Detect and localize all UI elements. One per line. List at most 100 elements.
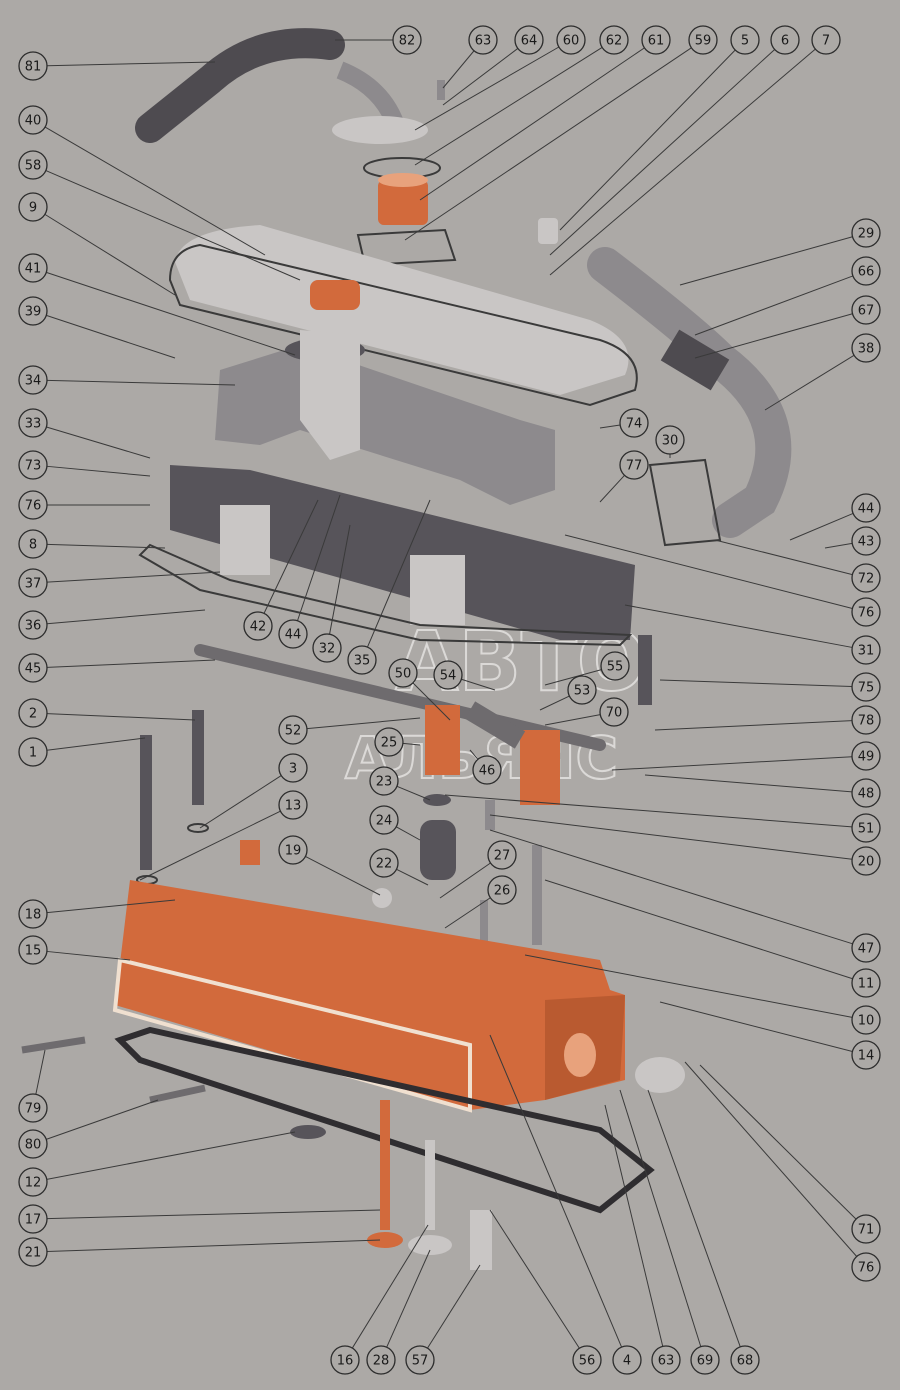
callout-69: 69 <box>690 1345 720 1375</box>
callout-circle <box>278 835 308 865</box>
callout-circle <box>851 333 881 363</box>
leader-line-29 <box>679 236 853 286</box>
callout-circle <box>347 645 377 675</box>
callout-77: 77 <box>619 450 649 480</box>
callout-number: 82 <box>399 34 416 49</box>
leader-line-11 <box>544 879 853 980</box>
callout-63: 63 <box>651 1345 681 1375</box>
exhaust-pipe-38 <box>587 247 792 538</box>
callout-circle <box>851 256 881 286</box>
callout-62: 62 <box>599 25 629 55</box>
callout-number: 36 <box>25 619 42 634</box>
callout-circle <box>18 529 48 559</box>
callout-number: 2 <box>29 707 37 722</box>
callout-60: 60 <box>556 25 586 55</box>
leader-line-76 <box>684 1061 858 1257</box>
callout-number: 27 <box>494 849 511 864</box>
callout-circle <box>369 848 399 878</box>
leader-line-13 <box>139 810 281 881</box>
callout-81: 81 <box>18 51 48 81</box>
callout-4: 4 <box>612 1345 642 1375</box>
leader-line-3 <box>199 775 282 829</box>
leader-line-1 <box>46 737 146 751</box>
bolt-75 <box>638 635 652 705</box>
leader-line-16 <box>351 1224 429 1349</box>
callout-number: 47 <box>858 942 875 957</box>
leader-line-71 <box>699 1064 857 1220</box>
callout-number: 46 <box>479 764 496 779</box>
callout-number: 51 <box>858 822 875 837</box>
leader-line-60 <box>414 46 560 131</box>
leader-line-12 <box>46 1131 296 1180</box>
callout-circle <box>851 846 881 876</box>
callout-circle <box>18 1237 48 1267</box>
callout-number: 4 <box>623 1354 631 1369</box>
callout-number: 71 <box>858 1223 875 1238</box>
tappet-57 <box>470 1210 492 1270</box>
manifold-34 <box>215 330 555 505</box>
callout-number: 22 <box>376 857 393 872</box>
leader-line-41 <box>46 271 296 356</box>
leader-line-77 <box>599 474 625 503</box>
leader-line-58 <box>45 170 301 281</box>
callout-number: 61 <box>648 34 665 49</box>
leader-line-5 <box>559 49 736 231</box>
callout-74: 74 <box>619 408 649 438</box>
leader-line-20 <box>489 814 853 860</box>
leader-line-33 <box>46 426 151 459</box>
callout-35: 35 <box>347 645 377 675</box>
callout-61: 61 <box>641 25 671 55</box>
leader-line-70 <box>544 714 601 726</box>
callout-15: 15 <box>18 935 48 965</box>
leader-line-19 <box>305 855 381 896</box>
callout-number: 76 <box>858 1261 875 1276</box>
callout-number: 40 <box>25 114 42 129</box>
leader-line-8 <box>46 543 166 549</box>
callout-number: 18 <box>25 908 42 923</box>
leader-line-56 <box>489 1209 580 1349</box>
callout-circle <box>730 1345 760 1375</box>
callout-circle <box>18 935 48 965</box>
callout-number: 39 <box>25 305 42 320</box>
callout-9: 9 <box>18 192 48 222</box>
callout-number: 75 <box>858 681 875 696</box>
callout-circle <box>851 778 881 808</box>
leader-line-14 <box>659 1001 853 1052</box>
callout-circle <box>514 25 544 55</box>
callout-number: 7 <box>822 34 830 49</box>
callout-51: 51 <box>851 813 881 843</box>
callout-14: 14 <box>851 1040 881 1070</box>
callout-circle <box>730 25 760 55</box>
callout-number: 8 <box>29 538 37 553</box>
callout-40: 40 <box>18 105 48 135</box>
callout-55: 55 <box>600 651 630 681</box>
callout-number: 79 <box>25 1102 42 1117</box>
callout-number: 77 <box>626 459 643 474</box>
callout-number: 26 <box>494 884 511 899</box>
callout-11: 11 <box>851 968 881 998</box>
leader-line-63 <box>442 50 475 89</box>
callout-12: 12 <box>18 1167 48 1197</box>
leader-line-2 <box>46 713 196 721</box>
callout-38: 38 <box>851 333 881 363</box>
valves <box>290 1100 492 1270</box>
callout-82: 82 <box>392 25 422 55</box>
leader-line-73 <box>46 465 151 477</box>
leader-line-59 <box>404 47 692 241</box>
callout-10: 10 <box>851 1005 881 1035</box>
callout-number: 73 <box>25 459 42 474</box>
callout-circle <box>851 563 881 593</box>
callout-number: 58 <box>25 159 42 174</box>
callout-circle <box>18 1204 48 1234</box>
callout-32: 32 <box>312 633 342 663</box>
callout-number: 44 <box>858 502 875 517</box>
leader-line-34 <box>46 379 236 386</box>
callout-circle <box>392 25 422 55</box>
callout-circle <box>851 813 881 843</box>
callout-circle <box>600 651 630 681</box>
leader-line-44 <box>789 512 854 541</box>
callout-circle <box>278 619 308 649</box>
callout-circle <box>18 1129 48 1159</box>
